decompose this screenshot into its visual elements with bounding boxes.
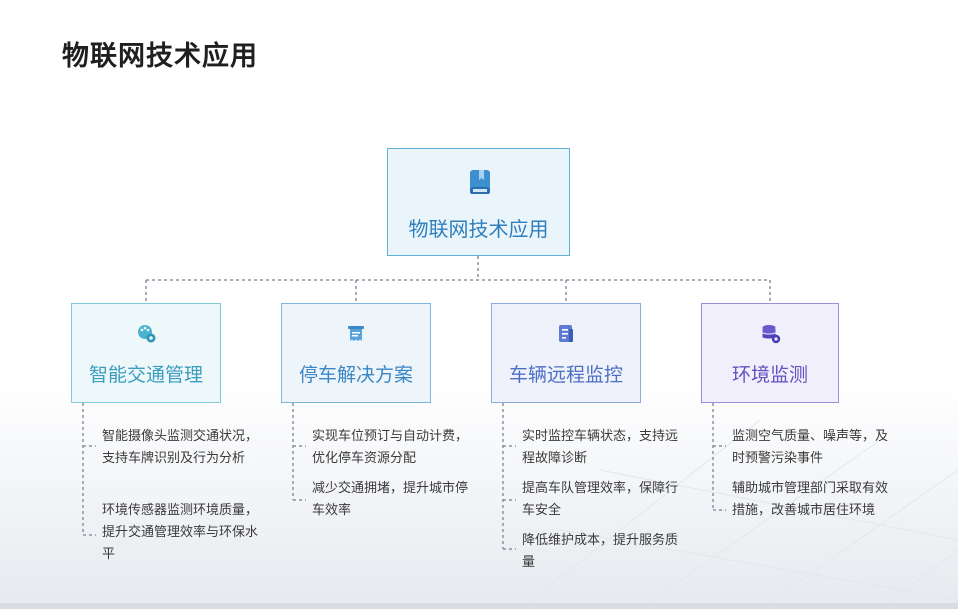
document-icon xyxy=(559,325,573,342)
background-floor xyxy=(0,380,958,609)
list-item: 监测空气质量、噪声等，及时预警污染事件 xyxy=(732,429,889,466)
book-icon xyxy=(470,170,490,194)
database-gear-icon xyxy=(762,325,781,344)
branch-label-smart-traffic: 智能交通管理 xyxy=(88,364,203,386)
list-item: 环境传感器监测环境质量，提升交通管理效率与环保水平 xyxy=(102,503,259,562)
branch-label-environment: 环境监测 xyxy=(731,364,808,386)
branch-label-parking: 停车解决方案 xyxy=(298,364,413,386)
list-item: 辅助城市管理部门采取有效措施，改善城市居住环境 xyxy=(732,481,889,518)
bottom-bar xyxy=(0,603,958,609)
list-item: 提高车队管理效率，保障行车安全 xyxy=(522,481,679,518)
branch-node-smart-traffic: 智能交通管理 xyxy=(71,303,221,403)
branch-node-environment: 环境监测 xyxy=(701,303,839,403)
palette-gear-icon xyxy=(138,325,156,343)
list-item: 智能摄像头监测交通状况，支持车牌识别及行为分析 xyxy=(102,429,259,466)
list-item: 实现车位预订与自动计费，优化停车资源分配 xyxy=(312,429,469,466)
branch-label-remote-monitoring: 车辆远程监控 xyxy=(508,364,623,386)
list-item: 降低维护成本，提升服务质量 xyxy=(522,533,679,570)
root-node: 物联网技术应用 xyxy=(387,148,570,256)
branch-node-remote-monitoring: 车辆远程监控 xyxy=(491,303,641,403)
list-item: 减少交通拥堵，提升城市停车效率 xyxy=(312,481,469,518)
page-title: 物联网技术应用 xyxy=(62,41,258,72)
receipt-icon xyxy=(348,326,364,341)
list-item: 实时监控车辆状态，支持远程故障诊断 xyxy=(522,429,679,466)
root-node-label: 物联网技术应用 xyxy=(408,217,549,241)
branch-node-parking: 停车解决方案 xyxy=(281,303,431,403)
